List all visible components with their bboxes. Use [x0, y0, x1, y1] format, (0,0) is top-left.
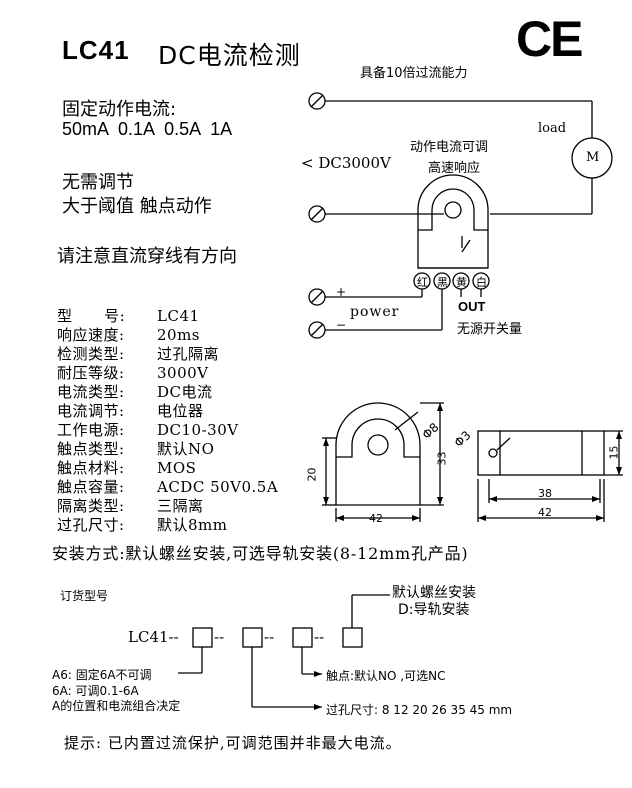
ce-mark: CE — [516, 11, 583, 67]
hole-sizes: 过孔尺寸: 8 12 20 26 35 45 mm — [326, 703, 513, 717]
spec-value: 默认NO — [157, 440, 215, 458]
overload-label: 具备10倍过流能力 — [360, 66, 468, 81]
terminal-mid-symbol — [308, 205, 326, 223]
code-box-4 — [342, 627, 363, 648]
spec-value: DC10-30V — [157, 421, 239, 439]
spec-label: 电流类型: — [57, 383, 125, 401]
spec-value: 20ms — [157, 326, 201, 344]
dim-w38: 38 — [538, 487, 552, 500]
code-prefix: LC41-- — [128, 628, 179, 646]
motor-label: M — [586, 150, 600, 165]
dim-w42-side: 42 — [538, 506, 552, 519]
spec-value: LC41 — [157, 307, 200, 325]
sensor-body — [417, 174, 489, 269]
passive-switch-label: 无源开关量 — [457, 322, 523, 337]
terminal-minus-symbol — [308, 321, 326, 339]
spec-label: 触点容量: — [57, 478, 125, 496]
spec-row: 过孔尺寸: 默认8mm — [57, 514, 228, 535]
option-a-note: A的位置和电流组合决定 — [52, 699, 181, 713]
spec-row: 触点材料: MOS — [57, 457, 196, 478]
terminal-top-symbol — [308, 92, 326, 110]
install-method: 安装方式:默认螺丝安装,可选导轨安装(8-12mm孔产品) — [52, 544, 469, 563]
option-a6: A6: 固定6A不可调 — [52, 668, 152, 682]
terminal-white: 白 — [476, 276, 487, 289]
spec-value: DC电流 — [157, 383, 213, 401]
spec-row: 耐压等级: 3000V — [57, 362, 209, 383]
spec-row: 隔离类型: 三隔离 — [57, 495, 204, 516]
terminal-yellow: 黄 — [456, 276, 467, 289]
side-view-drawing — [477, 430, 605, 476]
front-view-drawing — [335, 402, 421, 506]
spec-label: 工作电源: — [57, 421, 125, 439]
spec-row: 触点容量: ACDC 50V0.5A — [57, 476, 278, 497]
mount-rail: D:导轨安装 — [398, 602, 470, 618]
current-heading: 固定动作电流: — [62, 99, 177, 120]
code-box-1 — [192, 627, 213, 648]
direction-note: 请注意直流穿线有方向 — [57, 246, 237, 267]
spec-row: 工作电源: DC10-30V — [57, 419, 239, 440]
code-box-3 — [292, 627, 313, 648]
spec-row: 电流调节: 电位器 — [57, 400, 204, 421]
spec-value: MOS — [157, 459, 197, 477]
code-sep-3: -- — [314, 628, 325, 646]
current-values: 50mA 0.1A 0.5A 1A — [62, 119, 233, 139]
spec-value: 过孔隔离 — [157, 345, 220, 363]
spec-label: 隔离类型: — [57, 497, 125, 515]
ordering-title: 订货型号 — [60, 589, 109, 603]
page-subtitle: DC电流检测 — [158, 41, 301, 70]
mount-default: 默认螺丝安装 — [392, 585, 476, 601]
option-6a: 6A: 可调0.1-6A — [52, 684, 139, 698]
contact-option: 触点:默认NO ,可选NC — [326, 669, 446, 683]
spec-label: 检测类型: — [57, 345, 125, 363]
code-sep-1: -- — [214, 628, 225, 646]
spec-row: 响应速度: 20ms — [57, 324, 200, 345]
feature-threshold: 大于阈值 触点动作 — [62, 196, 212, 217]
load-label: load — [538, 121, 567, 136]
feature-no-adjust: 无需调节 — [62, 172, 134, 193]
spec-label: 过孔尺寸: — [57, 516, 125, 534]
adjustable-label: 动作电流可调 — [410, 140, 489, 155]
terminal-black: 黑 — [437, 276, 448, 289]
code-sep-2: -- — [264, 628, 275, 646]
spec-value: 三隔离 — [157, 497, 204, 515]
spec-value: 3000V — [157, 364, 209, 382]
spec-value: 默认8mm — [157, 516, 228, 534]
plus-label: + — [336, 285, 347, 299]
spec-label: 耐压等级: — [57, 364, 125, 382]
bottom-note: 提示: 已内置过流保护,可调范围并非最大电流。 — [64, 734, 402, 752]
power-label: power — [350, 304, 400, 320]
spec-label: 电流调节: — [57, 402, 125, 420]
model-title: LC41 — [62, 35, 130, 65]
out-label: OUT — [458, 299, 486, 314]
spec-label: 型 号: — [57, 307, 126, 325]
voltage-label: < DC3000V — [301, 154, 391, 172]
spec-value: ACDC 50V0.5A — [157, 478, 279, 496]
spec-value: 电位器 — [157, 402, 204, 420]
terminal-plus-symbol — [308, 288, 326, 306]
spec-row: 检测类型: 过孔隔离 — [57, 343, 219, 364]
spec-row: 电流类型: DC电流 — [57, 381, 213, 402]
fast-response-label: 高速响应 — [428, 161, 481, 176]
motor-symbol — [571, 137, 613, 179]
spec-row: 触点类型: 默认NO — [57, 438, 214, 459]
spec-label: 触点类型: — [57, 440, 125, 458]
code-box-2 — [242, 627, 263, 648]
minus-label: − — [336, 318, 347, 332]
spec-label: 触点材料: — [57, 459, 125, 477]
terminal-red: 红 — [417, 276, 428, 289]
spec-label: 响应速度: — [57, 326, 125, 344]
spec-row: 型 号: LC41 — [57, 305, 200, 326]
